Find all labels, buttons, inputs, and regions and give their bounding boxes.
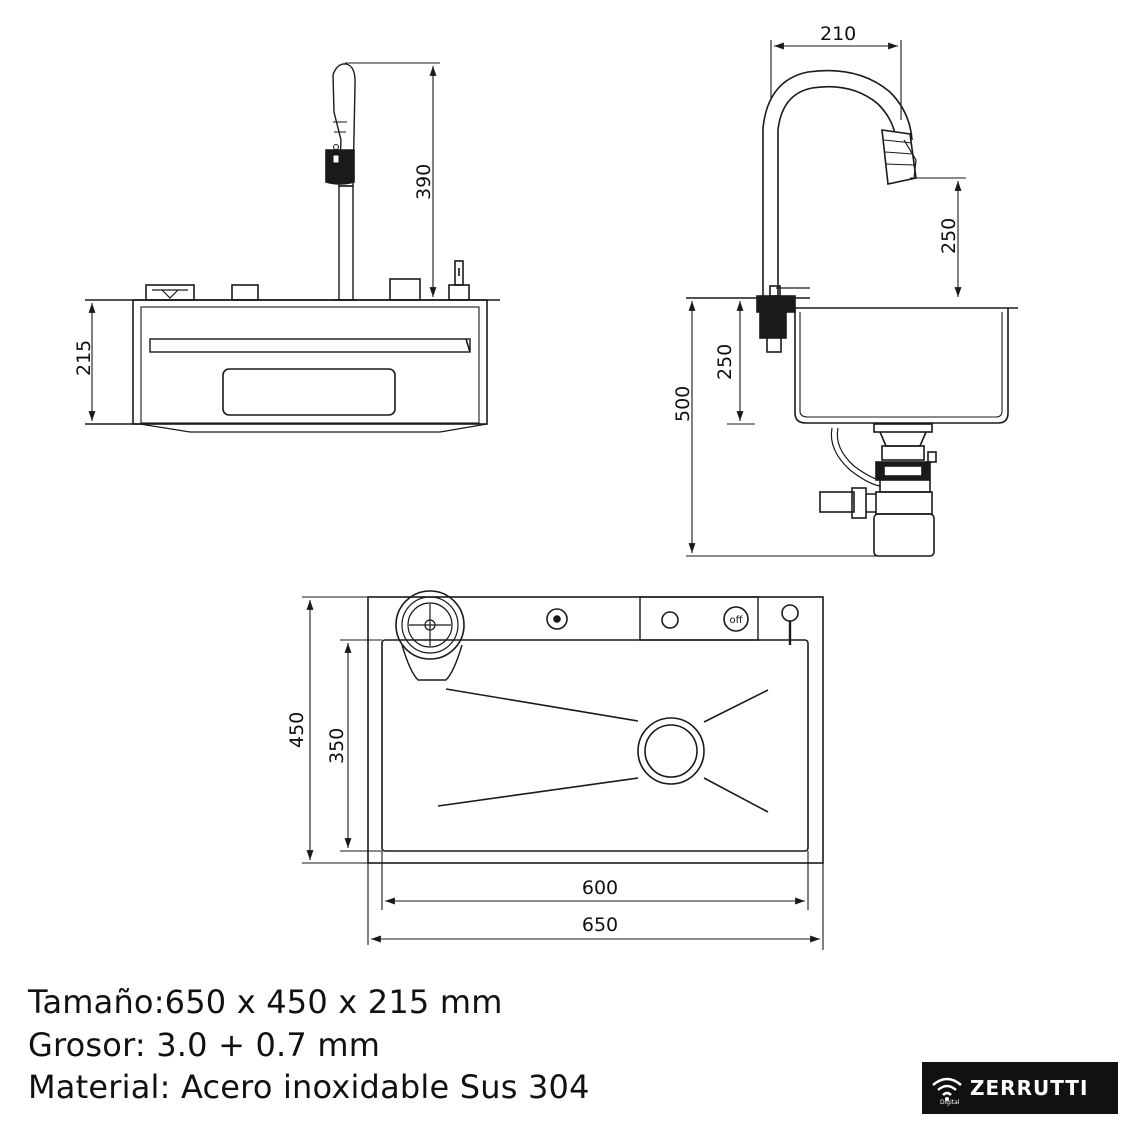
- side-view: [686, 69, 1018, 557]
- brand-name: ZERRUTTI: [970, 1076, 1089, 1100]
- front-button: [231, 284, 259, 301]
- side-faucet: [756, 69, 917, 353]
- dim-total-height: 500: [672, 386, 694, 422]
- brand-sub: Digital: [940, 1099, 960, 1106]
- spec-size: Tamaño:650 x 450 x 215 mm: [28, 983, 503, 1021]
- top-basin: [381, 639, 809, 852]
- dim-faucet-reach: 210: [820, 23, 856, 45]
- spec-thickness: Grosor: 3.0 + 0.7 mm: [28, 1026, 381, 1064]
- dim-side-depth: 250: [714, 344, 736, 380]
- brand-logo: ZERRUTTI Digital: [922, 1062, 1118, 1114]
- top-off-button: [723, 606, 749, 632]
- wifi-icon: [932, 1077, 962, 1101]
- front-faucet: [325, 63, 357, 301]
- front-dimensions: [88, 62, 440, 421]
- front-drain-cup: [145, 284, 195, 301]
- top-drain: [437, 688, 769, 813]
- dim-top-width-outer: 650: [582, 914, 618, 936]
- top-cup-rinser: [395, 590, 465, 681]
- front-sink-body: [132, 299, 488, 425]
- side-drain-assembly: [819, 423, 937, 557]
- top-soap-dispenser: [781, 604, 799, 622]
- top-sink-outline: [367, 596, 824, 864]
- off-button-label: off: [729, 615, 743, 626]
- top-dimensions: [302, 596, 824, 950]
- top-view: [367, 590, 824, 864]
- front-soap-dispenser: [448, 284, 470, 301]
- dim-faucet-height: 390: [413, 164, 435, 200]
- front-view: [85, 63, 500, 433]
- dim-spout-height: 250: [938, 218, 960, 254]
- spec-material: Material: Acero inoxidable Sus 304: [28, 1068, 590, 1106]
- top-button-center: [546, 608, 568, 630]
- dim-top-width-inner: 600: [582, 877, 618, 899]
- front-display-panel: [222, 368, 396, 416]
- dim-front-height: 215: [73, 340, 95, 376]
- front-control-box: [389, 278, 421, 301]
- dim-top-depth-outer: 450: [286, 712, 308, 748]
- side-basin: [794, 308, 1009, 424]
- dim-top-depth-inner: 350: [326, 728, 348, 764]
- side-dimensions: [686, 40, 966, 557]
- top-button-round: [661, 611, 679, 629]
